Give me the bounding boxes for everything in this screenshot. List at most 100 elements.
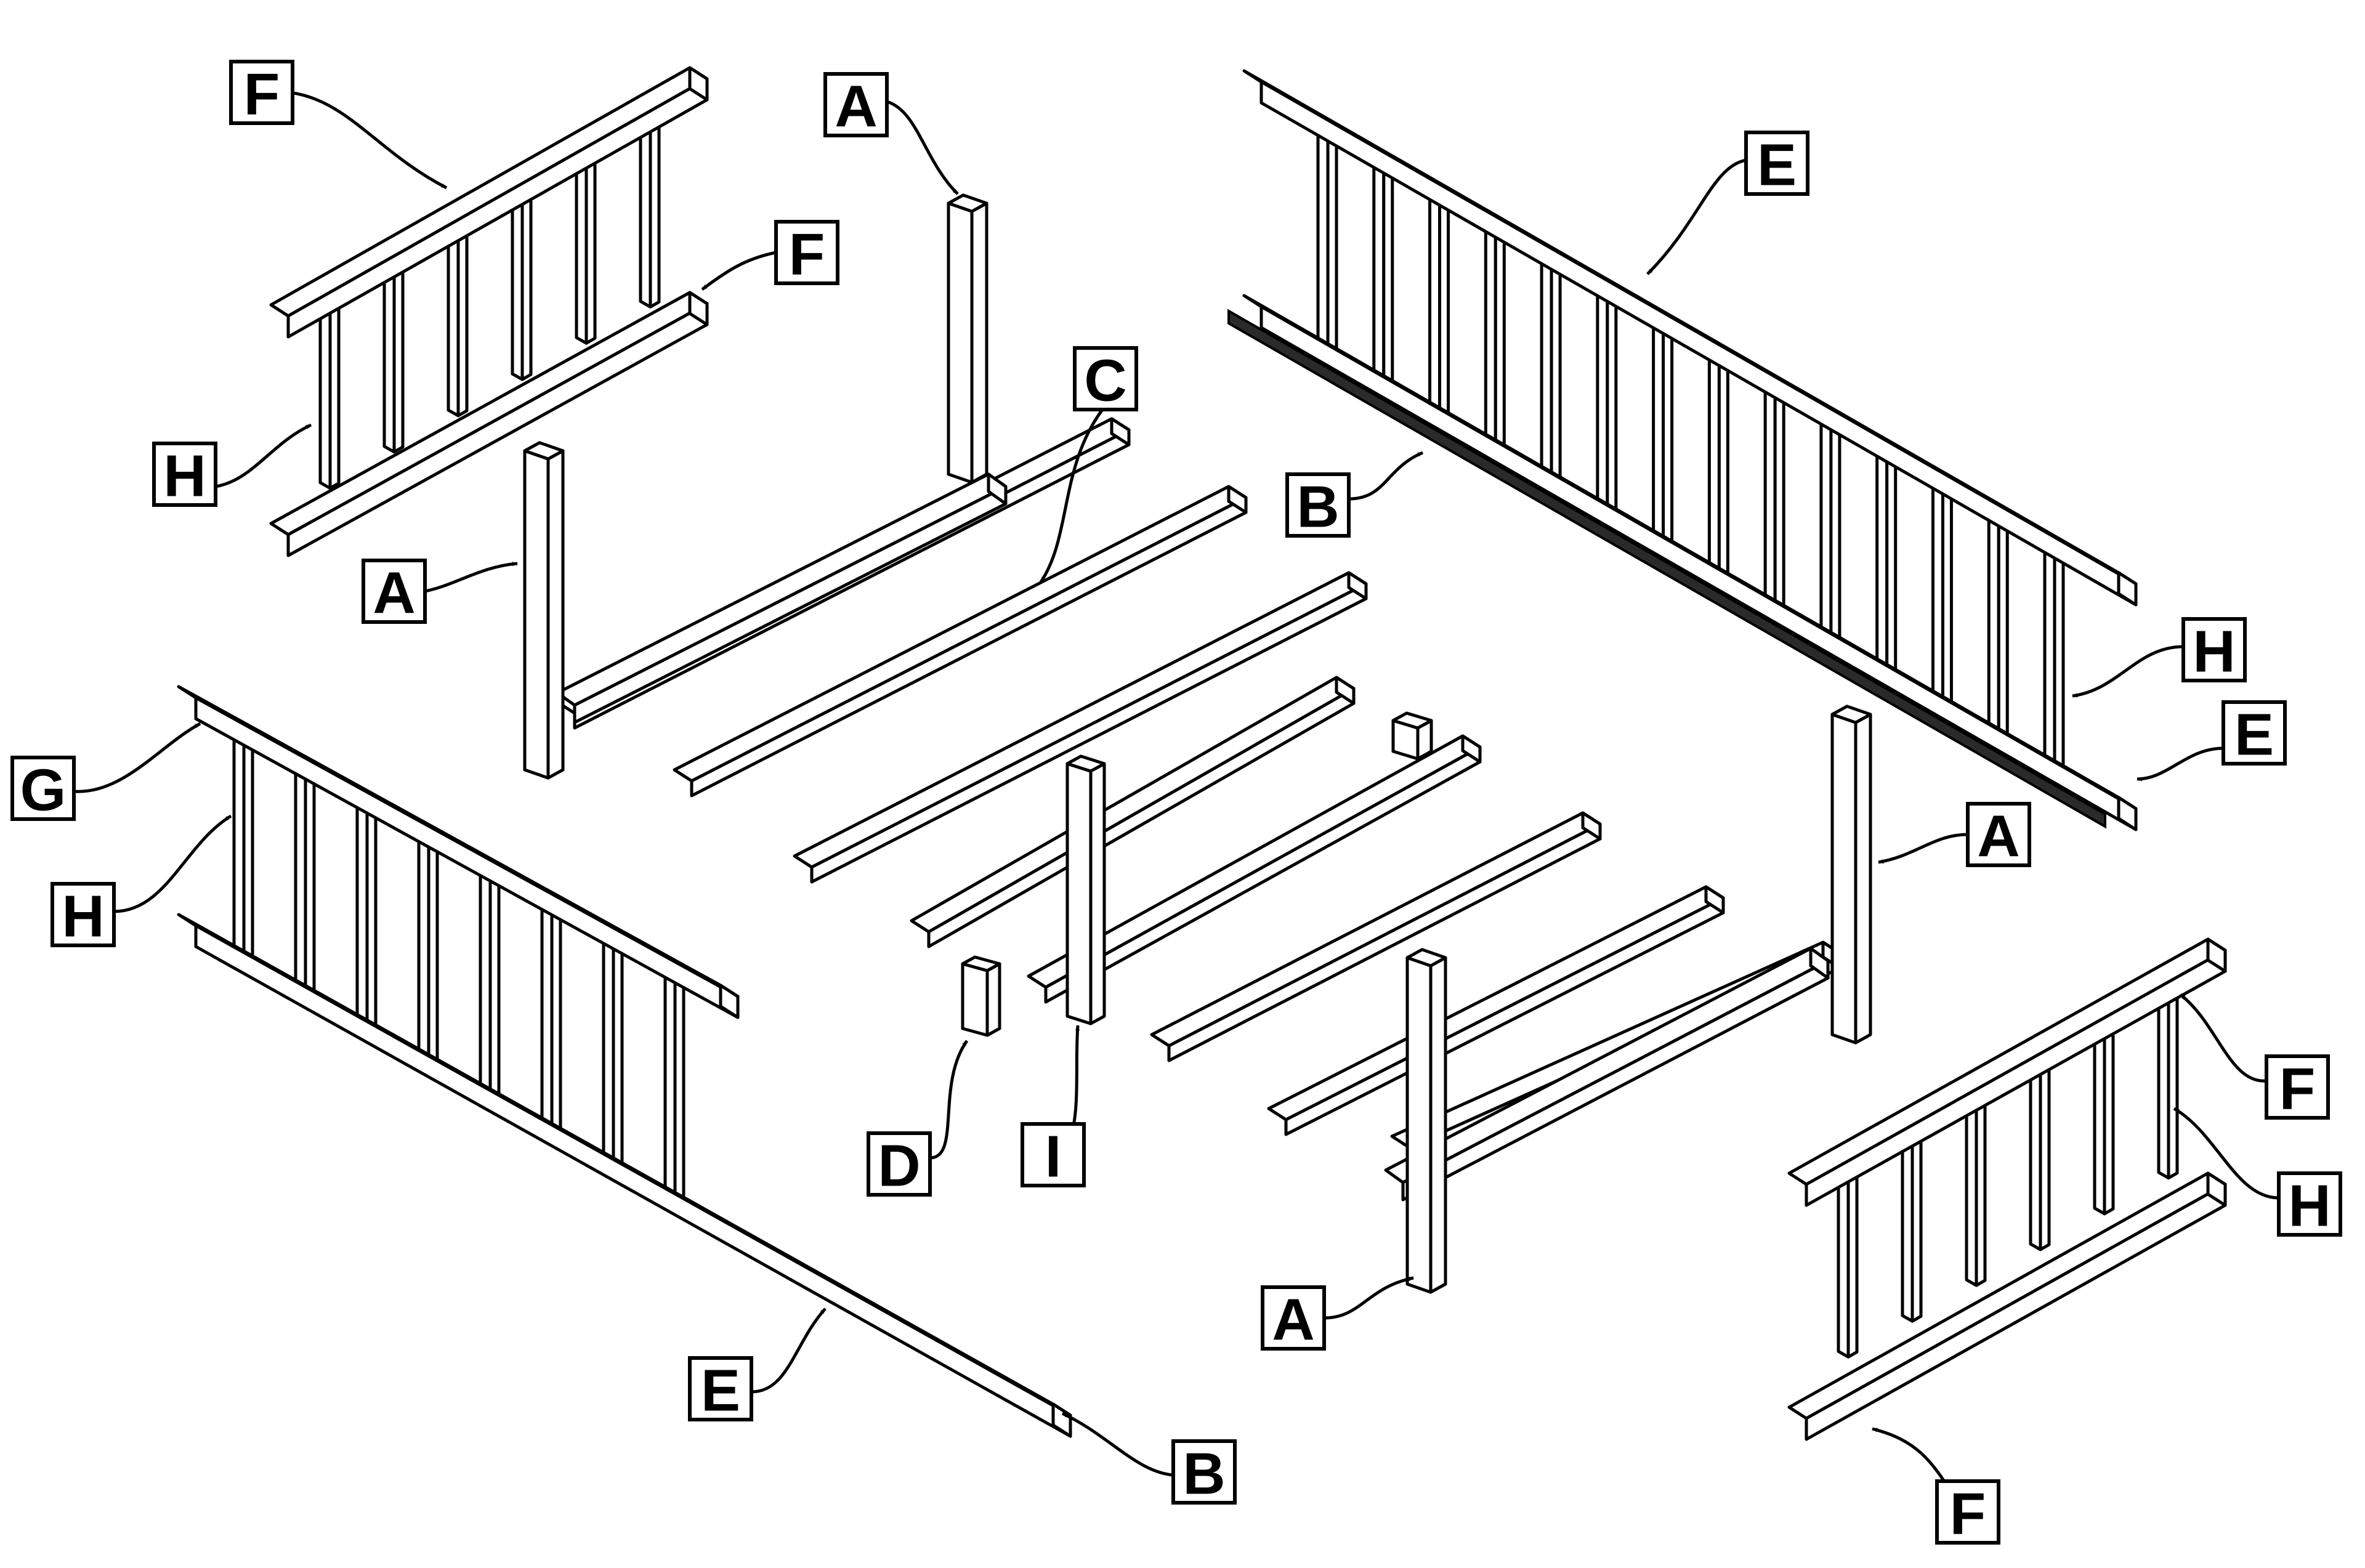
- left-side-top-rail-G: [177, 685, 740, 1019]
- callout-letter: H: [62, 884, 104, 950]
- callout-label-h: H: [2181, 617, 2247, 685]
- callout-letter: B: [1296, 474, 1339, 540]
- lower-right-bottom-rail-F: [1787, 1171, 2227, 1441]
- baluster: [602, 940, 624, 1171]
- baluster: [447, 224, 469, 418]
- callout-label-h: H: [152, 442, 217, 509]
- callout-label-f: F: [774, 220, 839, 288]
- callout-label-h: H: [2277, 1171, 2342, 1239]
- right-side-rail-ledger: [1384, 947, 1830, 1202]
- baluster: [1763, 389, 1785, 626]
- bed-slat: [793, 571, 1368, 884]
- callout-letter: H: [2193, 619, 2235, 685]
- callout-label-a: A: [823, 72, 889, 140]
- callout-label-e: E: [1744, 131, 1809, 198]
- baluster: [479, 872, 501, 1103]
- upper-left-end-panel-balusters: [318, 115, 661, 490]
- callout-letter: E: [1757, 132, 1797, 198]
- baluster: [540, 906, 562, 1137]
- callout-letter: B: [1182, 1441, 1225, 1507]
- baluster: [1428, 196, 1450, 434]
- callout-letter: A: [1272, 1287, 1314, 1353]
- callout-label-a: A: [1261, 1285, 1326, 1353]
- upper-left-top-rail-F: [269, 66, 709, 339]
- baluster: [2157, 986, 2179, 1180]
- baluster: [1987, 517, 2009, 754]
- parts-layer: [177, 66, 2227, 1441]
- baluster: [1931, 485, 1953, 722]
- corner-post: [947, 193, 988, 484]
- callout-letter: G: [20, 758, 67, 823]
- leaders-layer: [73, 89, 2279, 1504]
- baluster: [1707, 357, 1729, 594]
- baluster: [355, 804, 378, 1035]
- baluster: [1316, 132, 1338, 370]
- baluster: [1540, 261, 1562, 498]
- callout-label-c: C: [1073, 346, 1138, 414]
- callout-letter: H: [163, 443, 206, 509]
- callout-letter: A: [373, 560, 415, 626]
- bed-slat: [1150, 811, 1602, 1062]
- baluster: [1484, 228, 1506, 466]
- callout-label-i: I: [1021, 1122, 1086, 1190]
- baluster: [1901, 1129, 1923, 1323]
- leader-line: [2137, 746, 2224, 782]
- baluster: [575, 151, 597, 345]
- baluster: [1875, 453, 1898, 690]
- leader-line: [1061, 1412, 1174, 1477]
- leader-line: [701, 251, 777, 291]
- callout-label-b: B: [1171, 1439, 1237, 1507]
- baluster: [2093, 1022, 2115, 1216]
- callout-letter: F: [244, 62, 280, 127]
- baluster: [294, 770, 316, 1001]
- callout-letter: F: [2279, 1056, 2316, 1122]
- right-side-panel-balusters: [1316, 132, 2065, 786]
- baluster: [382, 260, 405, 454]
- callout-label-h: H: [51, 882, 116, 950]
- bed-slat: [1027, 734, 1482, 1004]
- gripper-strip-B: [1227, 309, 2106, 829]
- leader-line: [929, 1040, 969, 1160]
- leader-line: [1878, 833, 1968, 864]
- bed-slat: [673, 485, 1248, 798]
- leader-line: [1039, 408, 1104, 583]
- baluster: [1965, 1093, 1987, 1287]
- baluster: [1372, 164, 1394, 402]
- leader-line: [73, 722, 201, 793]
- callout-label-a: A: [362, 559, 427, 626]
- leader-line: [1324, 1276, 1414, 1320]
- corner-post: [523, 441, 565, 780]
- callout-letter: A: [835, 74, 877, 140]
- leader-line: [886, 100, 959, 195]
- leader-line: [2179, 993, 2267, 1083]
- leader-line: [751, 1307, 827, 1394]
- bed-slat: [1267, 885, 1725, 1136]
- callout-label-f: F: [2265, 1054, 2330, 1122]
- left-side-bottom-rail-E: [177, 913, 1072, 1438]
- left-side-rail-ledger: [556, 472, 1008, 724]
- callout-letter: E: [2234, 702, 2274, 768]
- baluster: [318, 296, 341, 490]
- leader-line: [424, 562, 518, 593]
- baluster: [1819, 421, 1841, 658]
- left-side-panel-balusters: [232, 737, 685, 1205]
- corner-post: [1405, 948, 1447, 1294]
- baluster: [232, 737, 254, 968]
- baluster: [663, 974, 685, 1205]
- callout-letter: D: [878, 1133, 920, 1199]
- baluster: [2043, 549, 2065, 786]
- callout-label-d: D: [867, 1131, 932, 1199]
- baluster: [639, 115, 661, 309]
- leader-line: [1348, 451, 1423, 501]
- callout-letter: F: [789, 222, 825, 288]
- baluster: [511, 187, 533, 381]
- callout-label-e: E: [688, 1356, 753, 1424]
- callout-label-e: E: [2221, 700, 2287, 768]
- callout-letter: A: [1977, 804, 2019, 870]
- leader-line: [2173, 1107, 2279, 1200]
- callout-letter: F: [1950, 1481, 1986, 1547]
- callout-letter: I: [1045, 1124, 1062, 1190]
- leader-line: [273, 89, 448, 190]
